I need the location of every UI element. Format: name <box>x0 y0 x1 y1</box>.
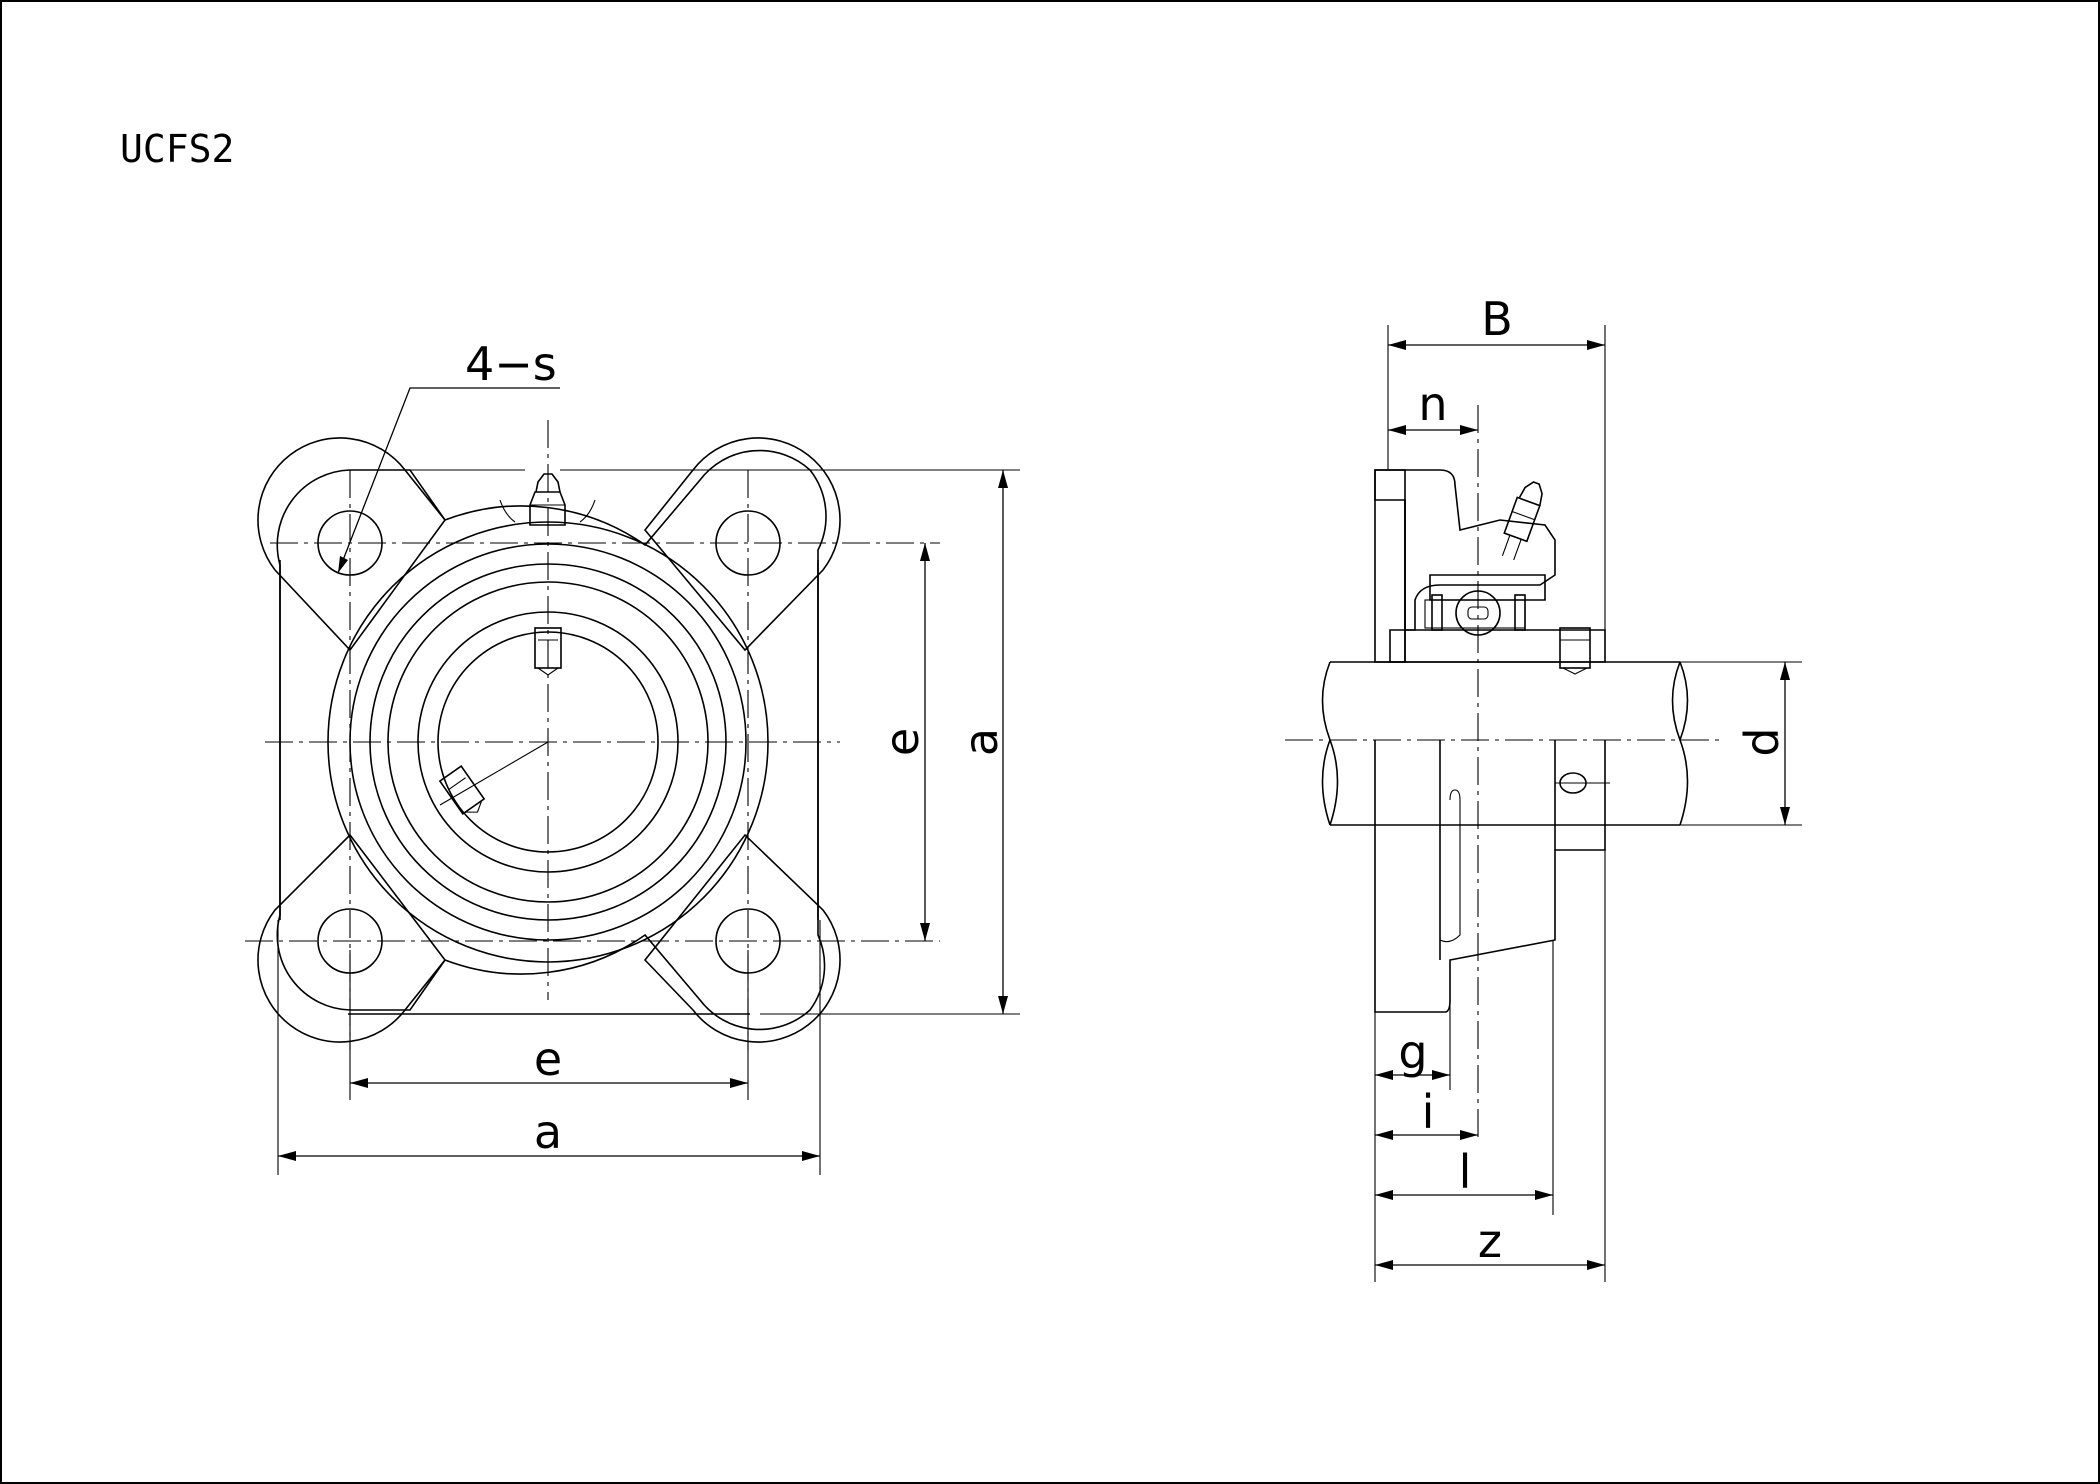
housing-section-upper <box>1374 469 1556 631</box>
bolt-holes-label: 4−s <box>465 337 557 391</box>
dim-e-vertical: e <box>875 728 929 756</box>
side-view: B n d g i l z <box>1285 292 1802 1282</box>
dim-n: n <box>1418 377 1447 431</box>
shaft <box>1330 661 1680 826</box>
flange-outline <box>276 449 827 1031</box>
dim-d: d <box>1735 727 1789 756</box>
dim-B: B <box>1481 292 1513 346</box>
dim-z: z <box>1478 1214 1502 1268</box>
side-set-screw-icon <box>1559 627 1591 675</box>
dim-a-vertical: a <box>954 728 1008 756</box>
dim-e-horizontal: e <box>534 1032 562 1086</box>
dim-l: l <box>1459 1145 1472 1199</box>
housing-lower <box>1374 740 1606 1013</box>
dim-i: i <box>1422 1085 1435 1139</box>
dim-a-horizontal: a <box>534 1105 562 1159</box>
dim-g: g <box>1398 1025 1427 1079</box>
side-grease-nipple-icon <box>1501 481 1543 561</box>
bearing-inner-ring <box>1389 629 1606 663</box>
drawing-title: UCFS2 <box>120 127 234 171</box>
front-view: 4−s e a e a <box>245 337 1020 1175</box>
set-screw-side-icon <box>438 765 486 815</box>
